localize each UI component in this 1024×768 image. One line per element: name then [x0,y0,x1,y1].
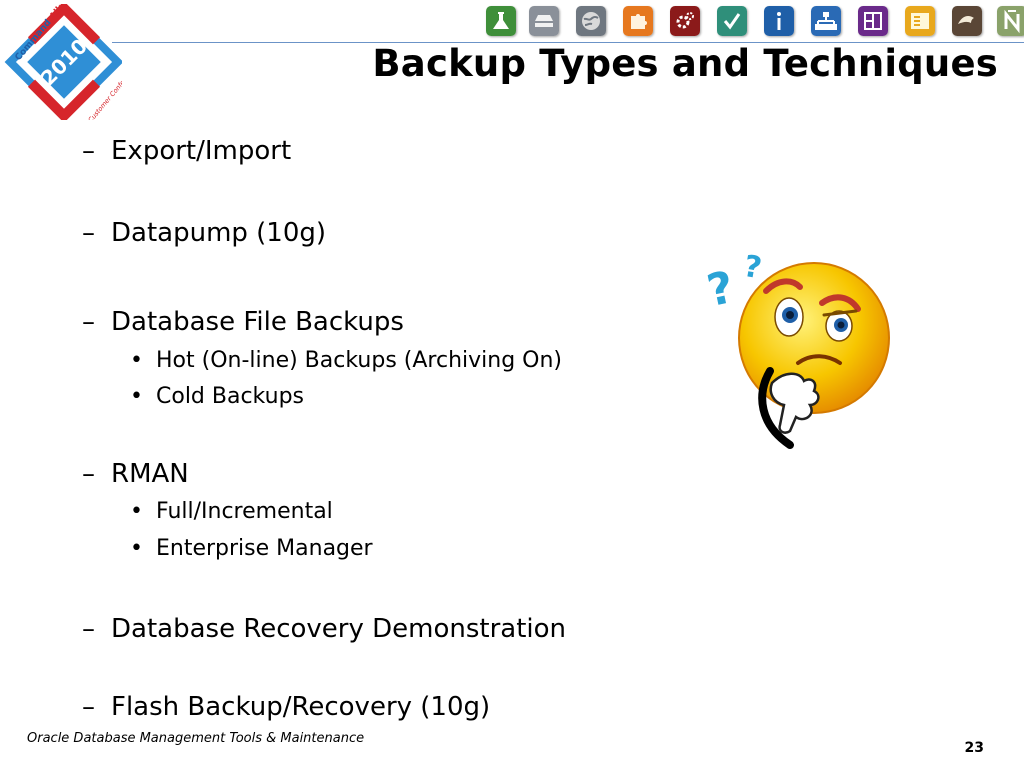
info-icon [764,6,794,36]
question-mark-large: ? [703,262,739,317]
stack-icon [529,6,559,36]
dash-marker: – [82,692,95,722]
checkmark-icon [717,6,747,36]
bullet-marker: • [130,536,143,561]
dash-marker: – [82,218,95,248]
page-title: Backup Types and Techniques [372,42,998,85]
org-chart-icon [811,6,841,36]
thinking-smiley-image: ? ? [703,249,890,449]
outline-subitem: • Full/Incremental [128,499,333,524]
outline-subitem-text: Hot (On-line) Backups (Archiving On) [156,348,563,373]
outline-item: –Flash Backup/Recovery (10g) [82,692,490,722]
outline-item: –Datapump (10g) [82,218,326,248]
globe-icon [576,6,606,36]
bullet-marker: • [130,348,143,373]
outline-item-text: Datapump (10g) [111,218,327,248]
outline-item-text: Database File Backups [111,307,404,337]
outline-item: –RMAN [82,459,189,489]
puzzle-icon [623,6,653,36]
outline-subitem-text: Cold Backups [156,384,304,409]
outline-item: –Database File Backups [82,307,404,337]
grid-icon [858,6,888,36]
outline-item-text: RMAN [111,459,189,489]
dash-marker: – [82,459,95,489]
outline-item: –Database Recovery Demonstration [82,614,566,644]
ribbon-icon [952,6,982,36]
outline-item: –Export/Import [82,136,291,166]
n-letter-icon [997,6,1024,36]
bullet-marker: • [130,384,143,409]
dash-marker: – [82,136,95,166]
question-mark-small: ? [741,249,764,286]
conference-logo: 2010 Command Alkon Customer Conference [4,4,122,120]
outline-subitem-text: Full/Incremental [156,499,333,524]
outline-subitem: • Cold Backups [128,384,304,409]
outline-subitem: • Hot (On-line) Backups (Archiving On) [128,348,562,373]
outline-item-text: Database Recovery Demonstration [111,614,567,644]
outline-subitem-text: Enterprise Manager [156,536,373,561]
gears-icon [670,6,700,36]
dash-marker: – [82,614,95,644]
footer-text: Oracle Database Management Tools & Maint… [27,731,365,746]
dash-marker: – [82,307,95,337]
page-number: 23 [964,740,984,756]
outline-subitem: • Enterprise Manager [128,536,373,561]
document-icon [905,6,935,36]
outline-item-text: Flash Backup/Recovery (10g) [111,692,491,722]
flask-icon [486,6,516,36]
outline-item-text: Export/Import [111,136,292,166]
bullet-marker: • [130,499,143,524]
header-rule [112,42,1024,43]
